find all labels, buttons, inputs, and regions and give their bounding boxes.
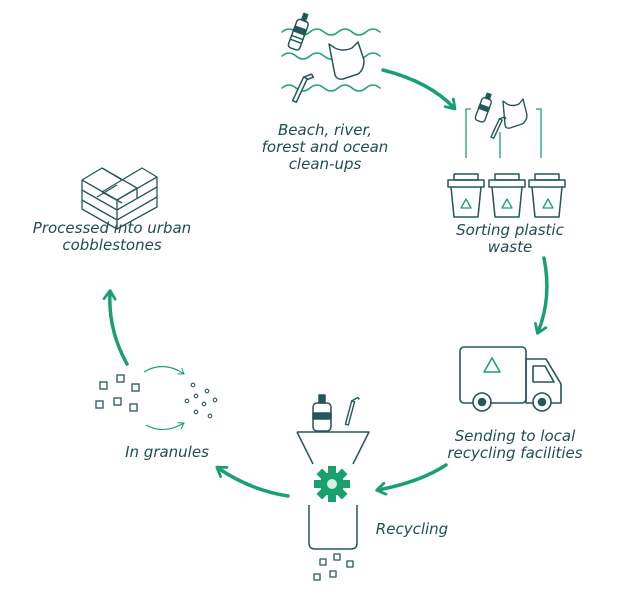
label-line: cobblestones — [62, 236, 162, 254]
step-label-sending: Sending to local recycling facilities — [430, 428, 600, 462]
recycling-bins-icon — [447, 92, 566, 218]
arrow-recycling-to-granules — [215, 465, 290, 498]
label-line: recycling facilities — [447, 444, 583, 462]
step-label-recycling: Recycling — [372, 521, 452, 538]
recycling-truck-icon — [459, 346, 562, 412]
label-line: Sending to local — [454, 427, 576, 445]
label-line: In granules — [125, 443, 209, 461]
step-label-sorting: Sorting plastic waste — [440, 222, 580, 256]
step-label-granules: In granules — [112, 444, 222, 461]
cobblestones-icon — [81, 167, 158, 230]
label-line: clean-ups — [288, 155, 362, 173]
label-line: Processed into urban — [32, 219, 192, 237]
label-line: forest and ocean — [261, 138, 389, 156]
gear-icon — [314, 466, 350, 502]
label-line: Sorting plastic — [456, 221, 564, 239]
label-line: Beach, river, — [278, 121, 372, 139]
step-label-cleanups: Beach, river, forest and ocean clean-ups — [255, 122, 395, 173]
granules-icon — [95, 365, 218, 431]
bottle-bag-straw-waves-icon — [281, 12, 381, 104]
arrow-granules-to-cobblestones — [102, 289, 129, 366]
arrow-cleanups-to-sorting — [381, 68, 457, 111]
arrow-sending-to-recycling — [375, 463, 448, 496]
shredder-gear-icon — [296, 394, 370, 581]
arrow-sorting-to-sending — [534, 256, 549, 335]
label-line: Recycling — [375, 520, 449, 538]
step-label-cobblestones: Processed into urban cobblestones — [22, 220, 202, 254]
label-line: waste — [487, 238, 533, 256]
